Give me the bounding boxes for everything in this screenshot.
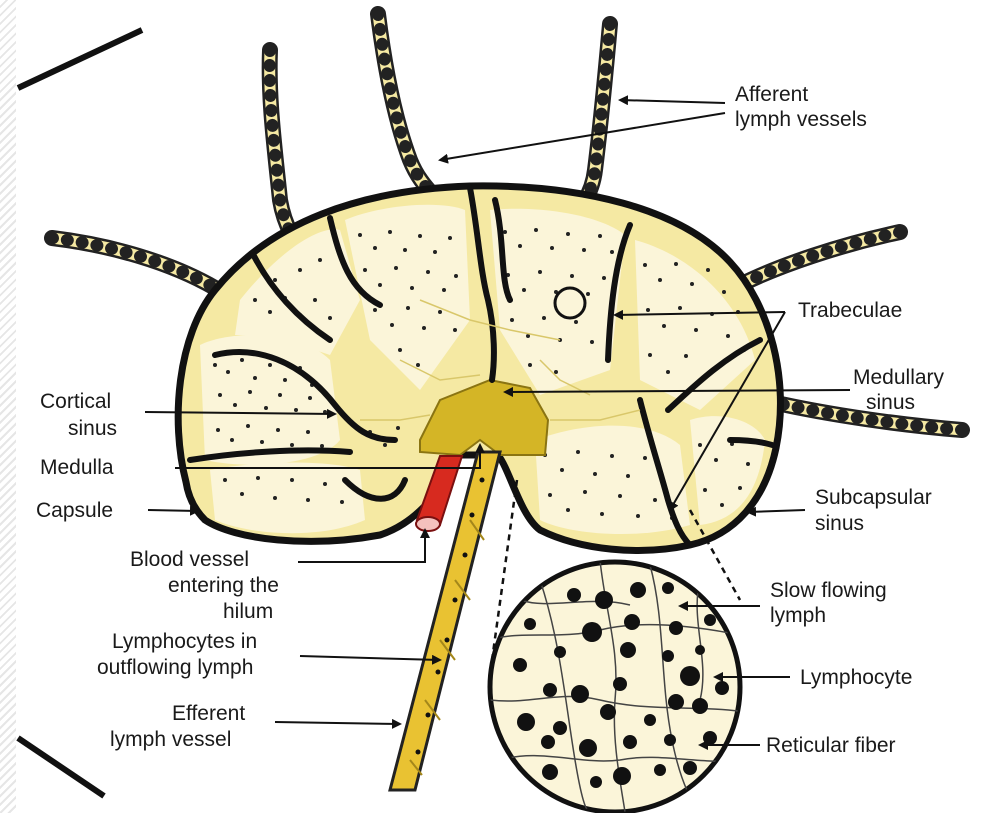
- label-medullary-2: sinus: [866, 391, 915, 414]
- label-lymphocytes-1: Lymphocytes in: [112, 630, 257, 653]
- cortical-region-lower-left: [210, 463, 365, 534]
- pointer-capsule: [148, 510, 198, 511]
- afferent-vessel-4: [52, 238, 215, 288]
- pointer-afferent-2: [440, 113, 725, 160]
- label-blood-3: hilum: [223, 600, 273, 623]
- label-afferent-1: Afferent: [735, 83, 808, 106]
- afferent-vessel-5: [740, 232, 900, 285]
- label-efferent-2: lymph vessel: [110, 728, 231, 751]
- decorative-bar-top: [18, 30, 142, 88]
- pointer-lymphocytes-outflow: [300, 656, 440, 660]
- label-medulla: Medulla: [40, 456, 114, 479]
- pointer-afferent-1: [620, 100, 725, 103]
- label-blood-2: entering the: [168, 574, 279, 597]
- label-efferent-1: Efferent: [172, 702, 245, 725]
- afferent-vessel-2: [378, 14, 445, 210]
- label-lymphocytes-2: outflowing lymph: [97, 656, 253, 679]
- label-afferent-2: lymph vessels: [735, 108, 867, 131]
- pointer-subcapsular: [748, 510, 805, 512]
- label-slow-lymph-1: Slow flowing: [770, 579, 887, 602]
- decorative-bar-bottom: [18, 738, 104, 796]
- label-subcapsular-1: Subcapsular: [815, 486, 932, 509]
- label-lymphocyte: Lymphocyte: [800, 666, 912, 689]
- label-cortical-1: Cortical: [40, 390, 111, 413]
- cortical-region-lower-right: [535, 426, 690, 534]
- label-blood-1: Blood vessel: [130, 548, 249, 571]
- label-slow-lymph-2: lymph: [770, 604, 826, 627]
- magnified-view: [490, 560, 745, 812]
- label-cortical-2: sinus: [68, 417, 117, 440]
- label-subcapsular-2: sinus: [815, 512, 864, 535]
- cortical-region-far-right: [690, 416, 765, 525]
- pointer-efferent: [275, 722, 400, 724]
- label-reticular: Reticular fiber: [766, 734, 896, 757]
- label-capsule: Capsule: [36, 499, 113, 522]
- label-medullary-1: Medullary: [853, 366, 945, 389]
- label-trabeculae: Trabeculae: [798, 299, 902, 322]
